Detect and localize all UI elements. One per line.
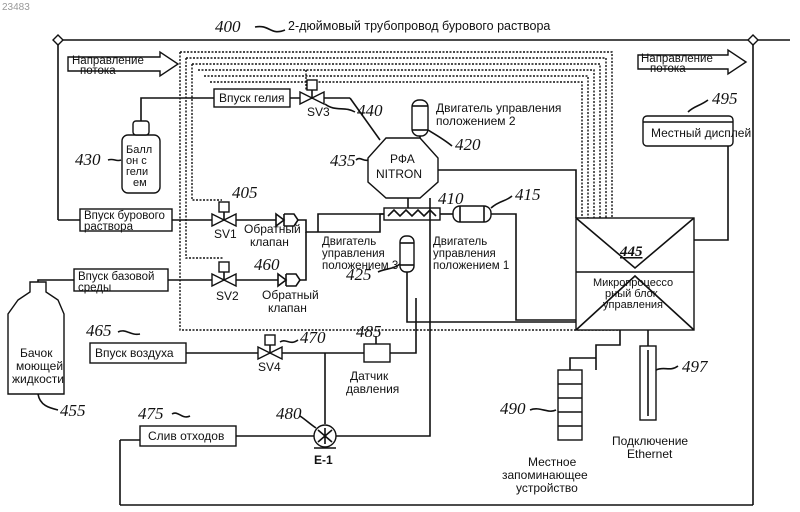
ref-415: 415 — [515, 185, 541, 204]
ref-405: 405 — [232, 183, 258, 202]
microprocessor-control-unit: 445 Микропроцессо рный блок управления — [576, 218, 694, 330]
ref-410: 410 — [438, 189, 464, 208]
ref-470: 470 — [300, 328, 326, 347]
pipeline-title: 2-дюймовый трубопровод бурового раствора — [288, 19, 550, 33]
ref-430: 430 — [75, 150, 101, 169]
valve-sv2-label: SV2 — [216, 289, 239, 303]
ethernet-label: Подключение — [612, 434, 688, 448]
helium-inlet-label: Впуск гелия — [219, 91, 285, 105]
svg-text:NITRON: NITRON — [376, 167, 422, 181]
valve-sv1 — [212, 202, 236, 226]
ref-495: 495 — [712, 89, 738, 108]
air-inlet-label: Впуск воздуха — [95, 346, 174, 360]
pump-e1 — [314, 425, 336, 448]
wash-fluid-tank: Бачок моющей жидкости — [8, 282, 64, 394]
helium-bottle: Балл он с гели ем — [122, 121, 160, 193]
ref-490: 490 — [500, 399, 526, 418]
rfa-nitron-analyzer: РФА NITRON — [368, 138, 438, 198]
svg-text:ем: ем — [133, 177, 147, 189]
check-valve-2-label: Обратный — [262, 288, 319, 302]
motor-2 — [412, 100, 428, 136]
motor-3 — [400, 236, 414, 272]
svg-text:моющей: моющей — [16, 359, 63, 373]
valve-sv2 — [212, 262, 236, 286]
svg-text:Бачок: Бачок — [20, 346, 53, 360]
left-junction-diamond — [53, 35, 63, 45]
local-storage-stack — [558, 370, 582, 440]
ref-445: 445 — [619, 244, 643, 260]
motor-2-label: Двигатель управления — [436, 101, 561, 115]
valve-sv4-label: SV4 — [258, 360, 281, 374]
ethernet-connector — [640, 346, 656, 420]
valve-sv3-label: SV3 — [307, 105, 330, 119]
motor-3-label: Двигатель — [322, 236, 376, 248]
valve-sv1-label: SV1 — [214, 227, 237, 241]
ref-497: 497 — [682, 357, 709, 376]
svg-text:управления: управления — [433, 248, 496, 260]
ref-440: 440 — [357, 101, 383, 120]
svg-text:управления: управления — [322, 248, 385, 260]
motor-1-label: Двигатель — [433, 236, 487, 248]
ref-475: 475 — [138, 404, 164, 423]
pressure-sensor-label: Датчик — [350, 369, 389, 383]
sample-cell-410 — [384, 208, 440, 220]
motor-1 — [453, 206, 491, 222]
pressure-sensor — [364, 344, 390, 362]
svg-text:раствора: раствора — [84, 221, 134, 233]
check-valve-1-label: Обратный — [244, 222, 301, 236]
flow-arrow-right: Направление потока — [638, 50, 746, 75]
svg-text:положением 1: положением 1 — [433, 260, 509, 272]
ref-420: 420 — [455, 135, 481, 154]
storage-label: Местное — [528, 455, 577, 469]
ref-400: 400 — [215, 17, 241, 36]
svg-text:Ethernet: Ethernet — [627, 447, 673, 461]
svg-text:Местный дисплей: Местный дисплей — [651, 126, 751, 140]
svg-text:давления: давления — [346, 382, 399, 396]
waste-drain-label: Слив отходов — [148, 429, 224, 443]
svg-text:РФА: РФА — [390, 152, 415, 166]
valve-sv3 — [300, 80, 324, 104]
ref-485: 485 — [356, 322, 382, 341]
svg-text:положением 2: положением 2 — [436, 114, 516, 128]
svg-text:клапан: клапан — [268, 301, 307, 315]
ref-465: 465 — [86, 321, 112, 340]
right-junction-diamond — [748, 35, 758, 45]
flow-arrow-left: Направление потока — [68, 52, 178, 77]
watermark-id: 23483 — [2, 2, 30, 13]
local-display: Местный дисплей — [643, 116, 751, 146]
ref-460: 460 — [254, 255, 280, 274]
check-valve-2 — [278, 274, 300, 286]
svg-text:потока: потока — [650, 63, 686, 75]
svg-text:среды: среды — [78, 282, 111, 294]
svg-text:устройство: устройство — [516, 481, 578, 495]
pump-label: E-1 — [314, 453, 333, 467]
ref-435: 435 — [330, 151, 356, 170]
ref-480: 480 — [276, 404, 302, 423]
svg-text:запоминающее: запоминающее — [502, 468, 588, 482]
svg-text:управления: управления — [603, 299, 663, 311]
valve-sv4 — [258, 335, 282, 359]
ref-455: 455 — [60, 401, 86, 420]
svg-text:клапан: клапан — [250, 235, 289, 249]
svg-text:потока: потока — [80, 65, 116, 77]
svg-text:жидкости: жидкости — [12, 372, 64, 386]
ref-425: 425 — [346, 265, 372, 284]
